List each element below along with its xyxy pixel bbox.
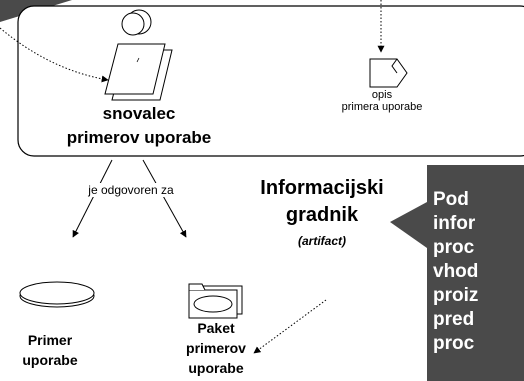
use-case-designer-icon: [104, 9, 173, 101]
relation-label: je odgovoren za: [56, 183, 206, 197]
callout-line: infor: [433, 213, 476, 234]
responsibility-arrow-use-case: [72, 159, 113, 238]
designer-label-line1: snovalec: [102, 104, 176, 123]
dotted-arrow-to-package: [253, 299, 327, 354]
responsibility-arrow-package: [142, 159, 187, 238]
callout-line: Pod: [433, 189, 469, 210]
callout-bubble: [390, 165, 524, 381]
use-case-label-line2: uporabe: [22, 352, 78, 368]
callout-line: vhod: [433, 261, 479, 282]
callout-line: pred: [433, 309, 475, 330]
use-case-description-icon: [369, 58, 408, 88]
callout-line: proc: [433, 237, 475, 258]
package-label-line3: uporabe: [188, 360, 244, 376]
description-label-line1: opis: [371, 89, 393, 101]
callout-text: Pod infor proc vhod proiz pred proc: [433, 188, 524, 356]
use-case-ellipse-icon: [19, 281, 95, 308]
designer-label-line2: primerov uporabe: [66, 128, 212, 147]
legend-title-line2: gradnik: [285, 204, 359, 226]
use-case-package-icon: [188, 283, 243, 319]
callout-line: proc: [433, 333, 475, 354]
legend-subtitle: (artifact): [297, 234, 346, 248]
legend-title-line1: Informacijski: [260, 177, 384, 199]
callout-line: proiz: [433, 285, 479, 306]
package-label-line1: Paket: [197, 320, 235, 336]
use-case-label-line1: Primer: [27, 332, 73, 348]
package-label-line2: primerov: [186, 340, 246, 356]
description-label-line2: primera uporabe: [341, 101, 423, 113]
dotted-arrow-to-designer: [0, 27, 109, 83]
